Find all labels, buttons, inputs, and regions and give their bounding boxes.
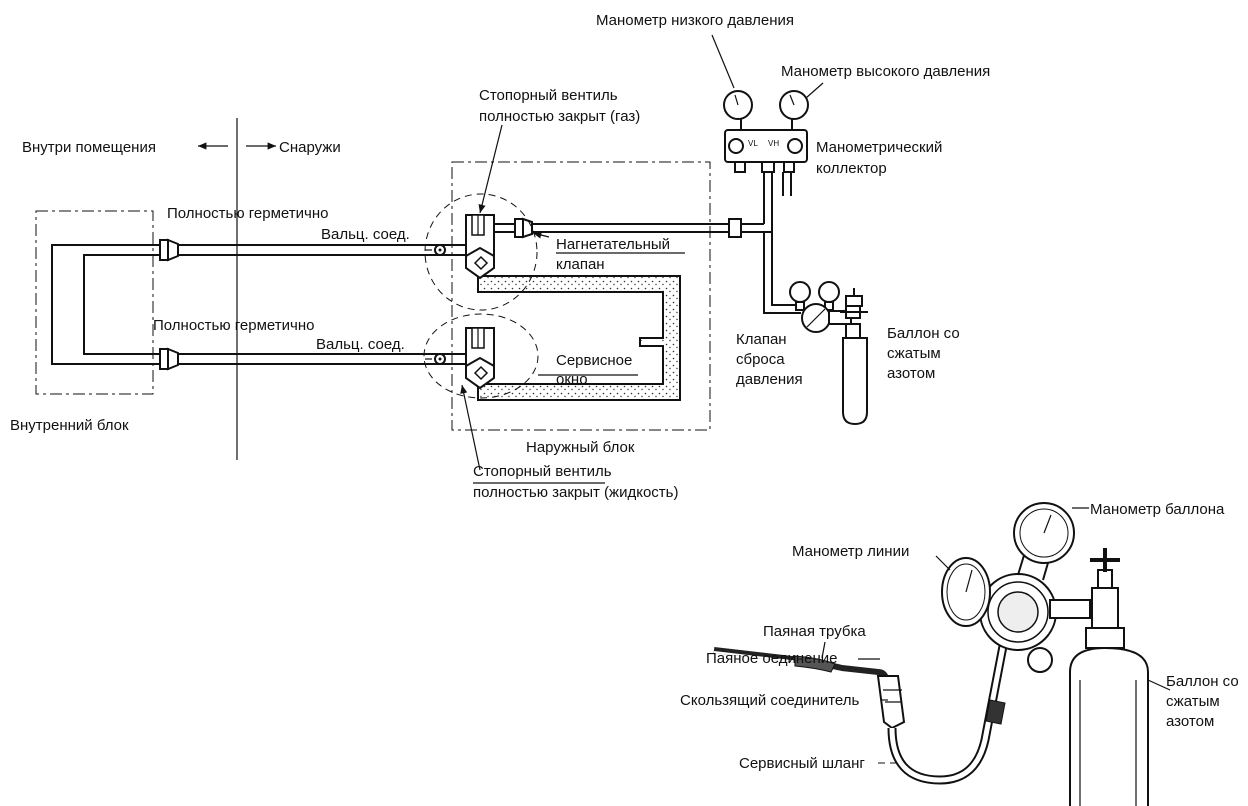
sealed-label-bottom: Полностью герметично <box>153 317 314 334</box>
charge-hose <box>532 172 801 314</box>
cylinder2-label-line2: сжатым <box>1166 693 1220 710</box>
refrigerant-piping <box>51 244 466 365</box>
indoor-flare-bottom <box>159 347 179 371</box>
nitrogen-cylinder-bottom <box>1069 646 1149 806</box>
low-pressure-gauge <box>723 90 753 120</box>
cylinder-gauge-label: Манометр баллона <box>1090 501 1225 518</box>
high-pressure-gauge <box>779 90 809 120</box>
service-hose <box>887 576 1029 785</box>
upper-leader-lines <box>425 34 824 471</box>
cylinder-label-line3: азотом <box>887 365 935 382</box>
gas-valve-label-line2: полностью закрыт (газ) <box>479 108 640 125</box>
discharge-valve-label-line2: клапан <box>556 256 605 273</box>
liquid-valve-label-line2: полностью закрыт (жидкость) <box>473 484 678 501</box>
flare-label-top: Вальц. соед. <box>321 226 410 243</box>
slip-joint <box>876 675 906 730</box>
gauge-vl-label: VL <box>748 139 758 148</box>
service-port-label-line2: окно <box>556 371 588 388</box>
pressure-relief-valve <box>789 281 852 333</box>
slip-joint-label: Скользящий соединитель <box>680 692 860 709</box>
outdoor-unit-box <box>451 161 711 431</box>
line-gauge-label: Манометр линии <box>792 543 909 560</box>
high-pressure-gauge-label: Манометр высокого давления <box>781 63 990 80</box>
cylinder-valve <box>1085 548 1125 649</box>
cylinder2-label-line3: азотом <box>1166 713 1214 730</box>
low-pressure-gauge-label: Манометр низкого давления <box>596 12 794 29</box>
stop-valve-gas <box>465 214 518 280</box>
sealed-label-top: Полностью герметично <box>167 205 328 222</box>
indoor-unit-label: Внутренний блок <box>10 417 129 434</box>
regulator <box>979 551 1091 673</box>
service-port-label-line1: Сервисное <box>556 352 632 369</box>
manifold-label-line1: Манометрический <box>816 139 942 156</box>
relief-valve-label-line1: Клапан <box>736 331 787 348</box>
liquid-valve-label-line1: Стопорный вентиль <box>473 463 612 480</box>
relief-valve-label-line2: сброса <box>736 351 785 368</box>
service-hose-label: Сервисный шланг <box>739 755 865 772</box>
manifold-block: VL VH <box>724 118 808 173</box>
brazed-joint-label: Паяное оединение <box>706 650 838 667</box>
relief-valve-label-line3: давления <box>736 371 803 388</box>
line-pressure-gauge <box>941 557 991 627</box>
cylinder-label-line2: сжатым <box>887 345 941 362</box>
outdoor-unit-label: Наружный блок <box>526 439 635 456</box>
liquid-valve-highlight <box>423 313 539 399</box>
cylinder2-label-line1: Баллон со <box>1166 673 1239 690</box>
brazing-pipe-label: Паяная трубка <box>763 623 866 640</box>
gauge-vh-label: VH <box>768 139 779 148</box>
discharge-valve-nut <box>514 217 533 239</box>
discharge-valve-label-line1: Нагнетательный <box>556 236 670 253</box>
flare-label-bottom: Вальц. соед. <box>316 336 405 353</box>
outside-label: Снаружи <box>279 139 341 156</box>
inside-label: Внутри помещения <box>22 139 156 156</box>
indoor-unit-box <box>35 210 154 395</box>
indoor-flare-top <box>159 238 179 262</box>
nitrogen-cylinder-top <box>840 288 868 426</box>
lower-leader-lines <box>821 507 1171 764</box>
cylinder-pressure-gauge <box>1013 502 1075 564</box>
manifold-label-line2: коллектор <box>816 160 887 177</box>
gas-valve-highlight <box>424 193 538 311</box>
gas-valve-label-line1: Стопорный вентиль <box>479 87 618 104</box>
stop-valve-liquid <box>465 327 495 390</box>
cylinder-label-line1: Баллон со <box>887 325 960 342</box>
